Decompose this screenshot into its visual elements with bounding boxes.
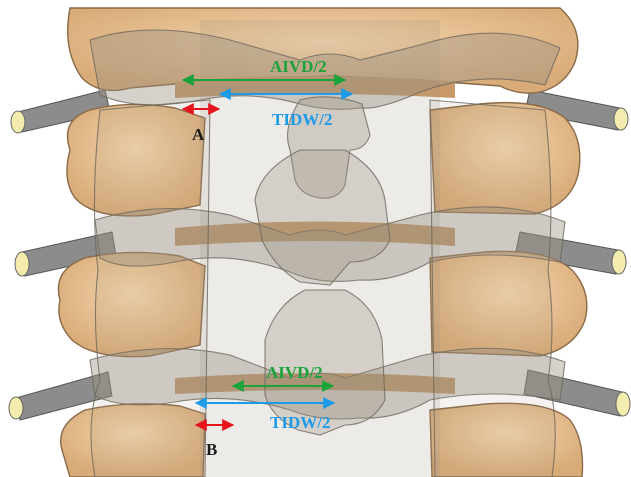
tidw-label-lower: TIDW/2 [270, 413, 330, 432]
nerve-tip [616, 392, 630, 416]
nerve-tip [11, 111, 25, 133]
aivd-label-upper: AIVD/2 [270, 57, 327, 76]
aivd-label-lower: AIVD/2 [266, 363, 323, 382]
nerve-tip [614, 108, 628, 130]
posterior-elements-overlay [90, 20, 565, 477]
tidw-label-upper: TIDW/2 [272, 110, 332, 129]
articular-pillar-left [91, 100, 210, 477]
nerve-tip [15, 252, 29, 276]
marker-b-label: B [206, 440, 217, 459]
nerve-tip [9, 397, 23, 419]
marker-a-label: A [192, 125, 205, 144]
articular-pillar-right [430, 100, 555, 477]
nerve-tip [612, 250, 626, 274]
